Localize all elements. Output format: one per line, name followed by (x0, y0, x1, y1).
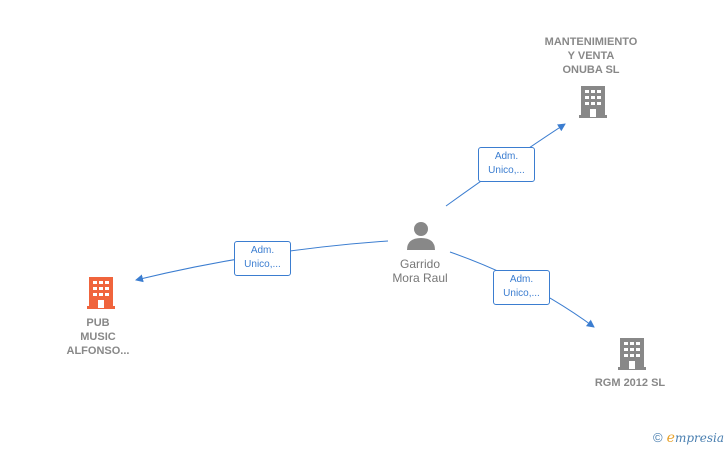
edge-label-mantenimiento: Adm. Unico,... (478, 147, 535, 182)
person-icon[interactable] (406, 220, 436, 250)
brand-logo-e: e (666, 430, 675, 446)
copyright-icon: © (653, 430, 663, 445)
building-icon-highlight[interactable] (86, 275, 116, 309)
company-name-rgm[interactable]: RGM 2012 SL (594, 377, 666, 389)
edge-label-pub: Adm. Unico,... (234, 241, 291, 276)
edge-label-rgm: Adm. Unico,... (493, 270, 550, 305)
person-name[interactable]: Garrido Mora Raul (392, 257, 448, 285)
building-icon[interactable] (617, 336, 647, 370)
brand-footer: ©empresia (653, 430, 724, 446)
brand-logo-text: mpresia (674, 431, 724, 445)
building-icon[interactable] (578, 84, 608, 118)
company-name-mantenimiento[interactable]: MANTENIMIENTO Y VENTA ONUBA SL (544, 36, 638, 76)
company-name-pub[interactable]: PUB MUSIC ALFONSO... (66, 317, 130, 357)
